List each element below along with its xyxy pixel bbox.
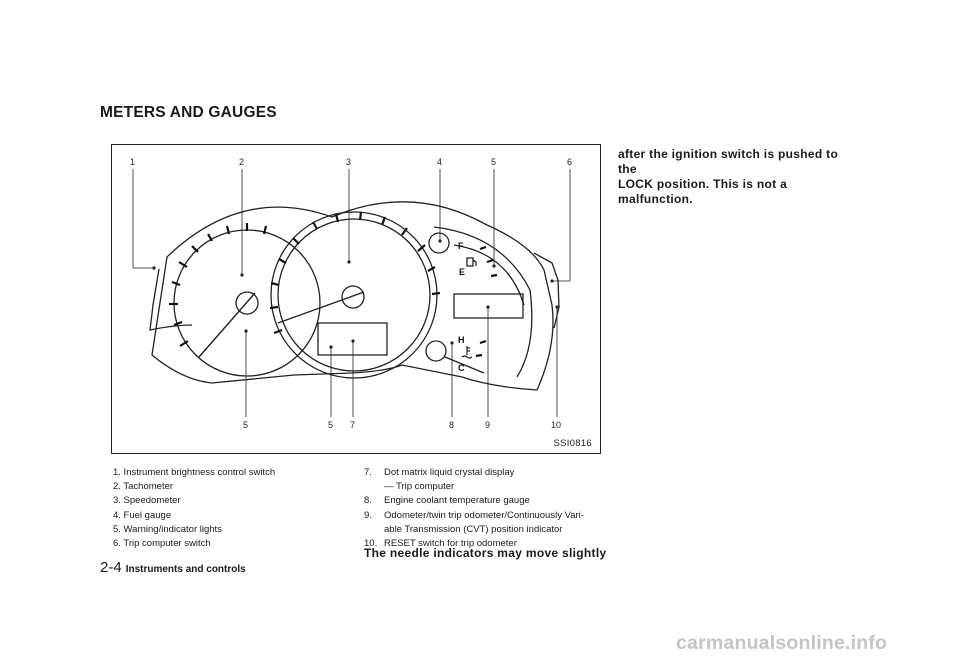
legend-item-9-text: Odometer/twin trip odometer/Continuously… xyxy=(384,509,584,521)
legend-item-5: 5. Warning/indicator lights xyxy=(113,523,222,535)
legend-item-8-text: Engine coolant temperature gauge xyxy=(384,495,530,507)
legend-item-9-number: 9. xyxy=(364,509,372,521)
legend-item-8: 8. Engine coolant temperature gauge xyxy=(364,494,584,508)
callout-top-3: 3 xyxy=(346,157,351,167)
needle-note-line-2: LOCK position. This is not a malfunction… xyxy=(618,177,788,206)
legend-item-9: 9. Odometer/twin trip odometer/Continuous… xyxy=(364,509,584,523)
callout-bottom-8: 8 xyxy=(449,420,454,430)
footer-section-title: Instruments and controls xyxy=(125,564,246,575)
callout-top-6: 6 xyxy=(567,157,572,167)
legend-item-10-text: RESET switch for trip odometer xyxy=(384,538,517,550)
legend-item-9-continued: able Transmission (CVT) position indicat… xyxy=(384,523,563,535)
legend-right: 7. Dot matrix liquid crystal display — Tr… xyxy=(364,466,584,551)
fuel-pump-icon xyxy=(466,257,477,267)
watermark: carmanualsonline.info xyxy=(676,632,888,654)
temp-hot-label: H xyxy=(458,335,465,345)
legend-item-7-sub: — Trip computer xyxy=(384,481,455,493)
legend-item-10: 10. RESET switch for trip odometer xyxy=(364,537,584,551)
needle-note-start: The needle indicators may move slightly xyxy=(364,546,607,560)
callout-bottom-5a: 5 xyxy=(243,420,248,430)
callout-top-1: 1 xyxy=(130,157,135,167)
legend-item-7-text: Dot matrix liquid crystal display xyxy=(384,467,515,478)
callout-bottom-7: 7 xyxy=(350,420,355,430)
instrument-cluster-figure: F E H C 1 2 3 4 5 6 5 5 7 8 9 10 SSI0816 xyxy=(111,144,601,454)
legend-item-4: 4. Fuel gauge xyxy=(113,509,172,521)
callout-top-2: 2 xyxy=(239,157,244,167)
callout-bottom-9: 9 xyxy=(485,420,490,430)
coolant-temperature-icon xyxy=(461,346,473,359)
legend-item-1: 1. Instrument brightness control switch xyxy=(113,467,276,478)
fuel-full-label: F xyxy=(458,241,464,251)
legend-item-8-number: 8. xyxy=(364,495,372,507)
legend-item-2: 2. Tachometer xyxy=(113,481,174,493)
legend-item-6: 6. Trip computer switch xyxy=(113,538,211,550)
callout-bottom-10: 10 xyxy=(551,420,561,430)
legend-item-10-number: 10. xyxy=(364,538,378,550)
legend-left: 1. Instrument brightness control switch … xyxy=(113,466,275,551)
needle-note-line-1: after the ignition switch is pushed to t… xyxy=(618,147,839,176)
needle-note-continued: after the ignition switch is pushed to t… xyxy=(618,147,858,207)
page-number: 2-4 xyxy=(100,559,122,576)
legend-item-7-number: 7. xyxy=(364,467,372,478)
section-title: METERS AND GAUGES xyxy=(100,104,277,121)
legend-item-7: 7. Dot matrix liquid crystal display xyxy=(364,466,584,480)
callout-top-5: 5 xyxy=(491,157,496,167)
figure-id: SSI0816 xyxy=(553,438,592,449)
instrument-cluster-illustration: F E H C 1 2 3 4 5 6 5 5 7 8 9 10 xyxy=(130,157,572,430)
temp-cold-label: C xyxy=(458,363,465,373)
fuel-empty-label: E xyxy=(459,267,465,277)
callout-bottom-5b: 5 xyxy=(328,420,333,430)
legend-item-3: 3. Speedometer xyxy=(113,495,181,507)
callout-top-4: 4 xyxy=(437,157,442,167)
